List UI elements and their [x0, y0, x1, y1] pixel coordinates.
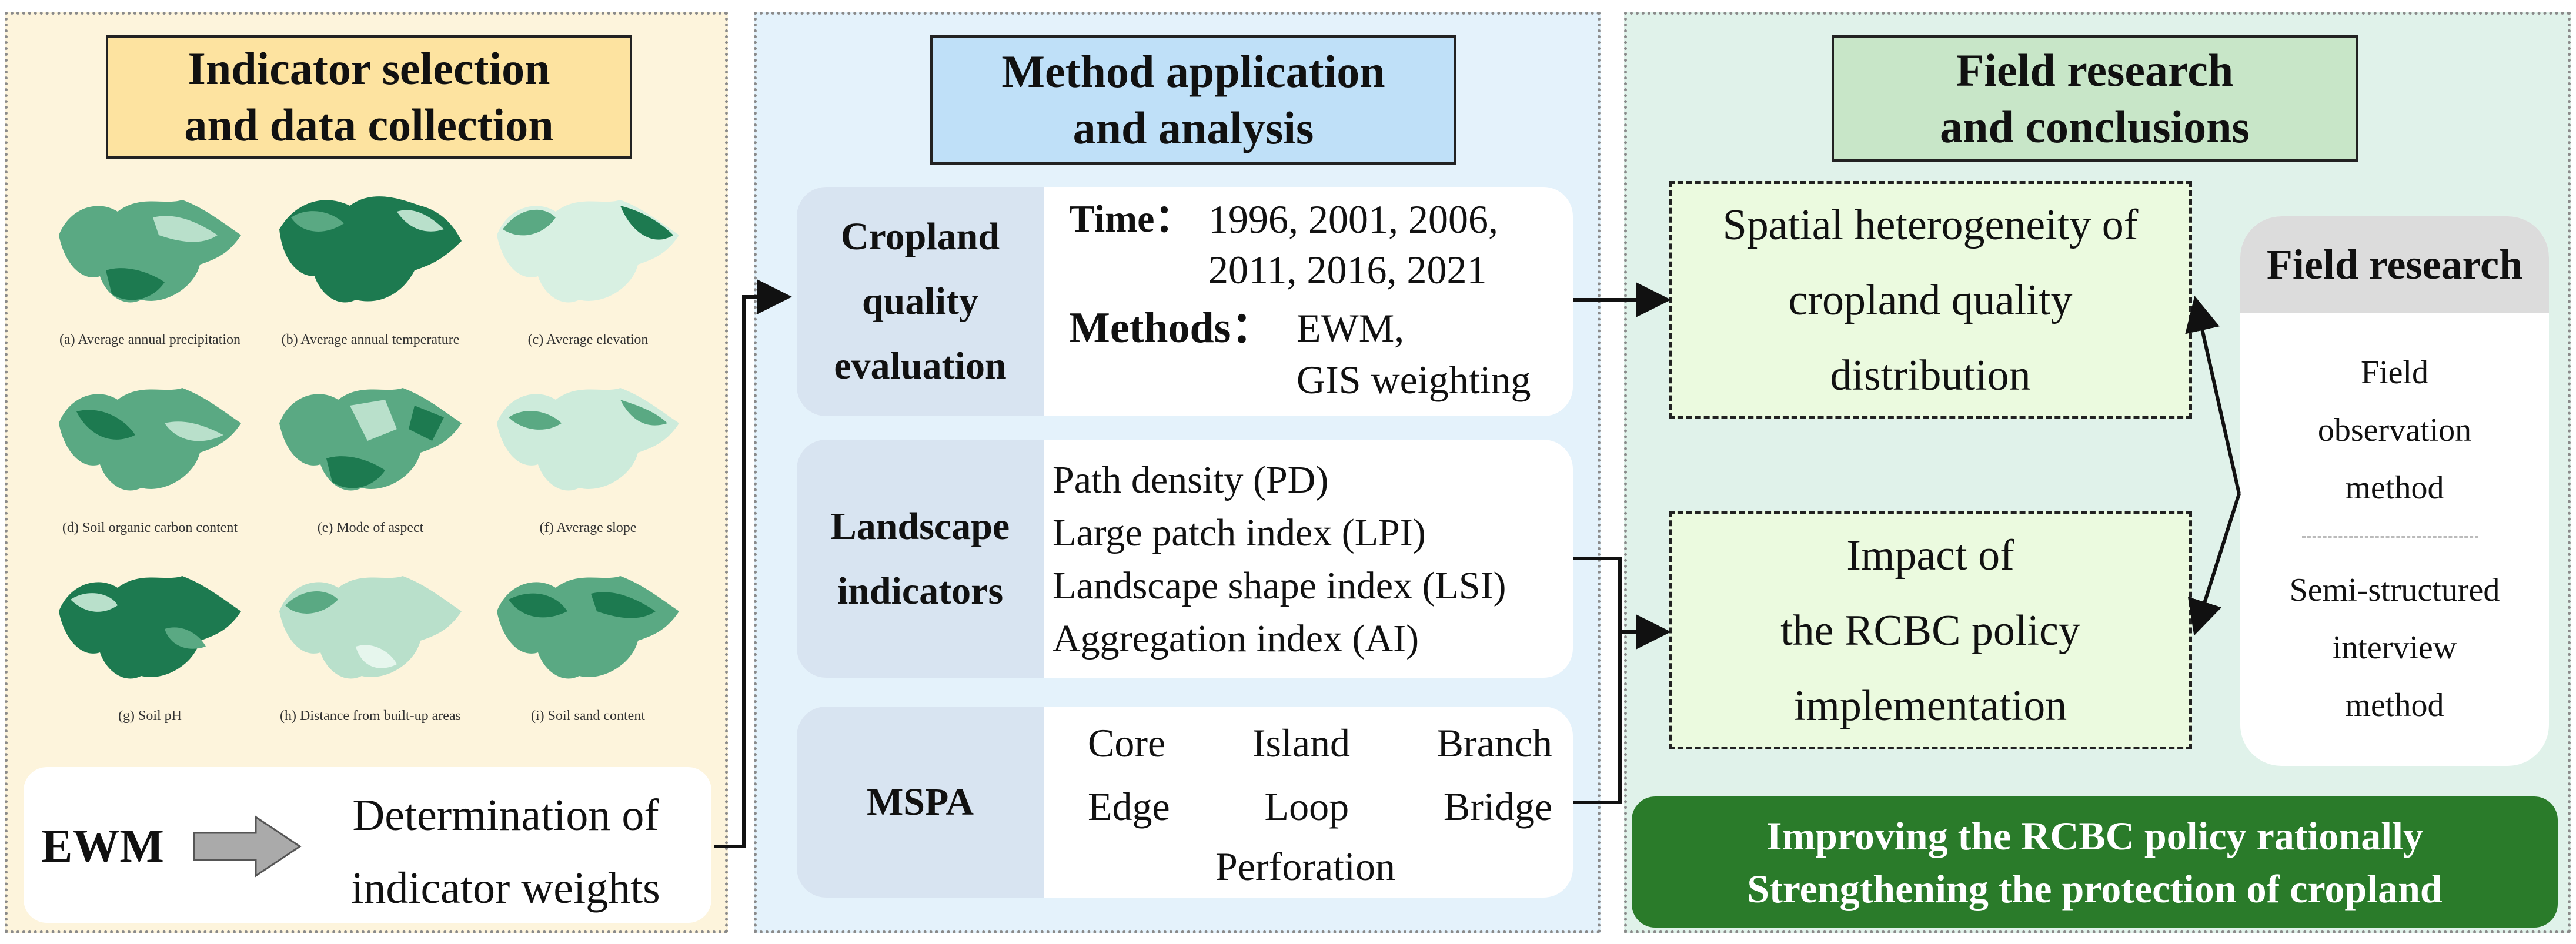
landscape-item-ai: Aggregation index (AI) — [1053, 617, 1419, 660]
map-soil-sand — [497, 576, 679, 679]
mspa-island: Island — [1252, 721, 1350, 765]
map-slope — [497, 388, 679, 491]
field-divider — [2302, 536, 2478, 538]
mspa-core: Core — [1088, 721, 1166, 765]
cropland-label-line3: evaluation — [834, 344, 1007, 387]
map-caption-i: (i) Soil sand content — [531, 708, 645, 724]
conclusion-line1: Improving the RCBC policy rationally — [1766, 813, 2424, 858]
right-arrow-icon — [193, 815, 302, 878]
ewm-card — [24, 767, 711, 923]
mspa-label: MSPA — [797, 707, 1044, 898]
landscape-card: Landscape indicators — [797, 440, 1573, 678]
map-caption-h: (h) Distance from built-up areas — [280, 708, 461, 724]
panel1-title-line2: and data collection — [184, 99, 554, 150]
mspa-loop: Loop — [1264, 784, 1349, 829]
panel2-title: Method application and analysis — [930, 35, 1456, 165]
landscape-label-line2: indicators — [837, 569, 1004, 612]
map-caption-e: (e) Mode of aspect — [317, 520, 424, 535]
map-aspect — [279, 388, 462, 491]
time-line2: 2011, 2016, 2021 — [1208, 247, 1487, 292]
field-method1: Field observation method — [2240, 344, 2549, 517]
landscape-item-pd: Path density (PD) — [1053, 458, 1329, 501]
weights-text: Determination of indicator weights — [318, 779, 694, 925]
panel1-title: Indicator selection and data collection — [106, 35, 632, 159]
weights-line1: Determination of — [352, 791, 659, 840]
panel2-title-line1: Method application — [1001, 46, 1385, 97]
conclusion-line2: Strengthening the protection of cropland — [1747, 866, 2443, 911]
mspa-edge: Edge — [1088, 784, 1170, 829]
field-method1-line3: method — [2345, 470, 2444, 506]
map-caption-c: (c) Average elevation — [527, 332, 649, 347]
field-method1-line2: observation — [2317, 412, 2472, 448]
methods-label: Methods： — [1069, 304, 1275, 352]
conclusion-banner: Improving the RCBC policy rationally Str… — [1632, 796, 2558, 928]
box1-line2: cropland quality — [1788, 276, 2073, 324]
map-soil-carbon — [59, 388, 241, 491]
mspa-branch: Branch — [1436, 721, 1552, 765]
landscape-label-line1: Landscape — [830, 504, 1010, 548]
map-temperature — [279, 196, 462, 303]
mspa-perforation: Perforation — [1215, 844, 1395, 889]
mspa-card: MSPA — [797, 707, 1573, 898]
map-caption-f: (f) Average slope — [539, 520, 637, 535]
field-method2-line1: Semi-structured — [2289, 572, 2500, 608]
map-caption-a: (a) Average annual precipitation — [59, 332, 241, 347]
landscape-item-lsi: Landscape shape index (LSI) — [1053, 564, 1506, 607]
cropland-label-line2: quality — [861, 280, 979, 323]
box1-line3: distribution — [1830, 351, 2031, 400]
box2-line2: the RCBC policy — [1780, 606, 2080, 655]
panel3-title: Field research and conclusions — [1832, 35, 2358, 162]
map-built-up-distance — [279, 576, 462, 679]
box2-line1: Impact of — [1846, 531, 2014, 580]
map-soil-ph — [59, 576, 241, 679]
mspa-row2: Edge Loop Bridge — [1058, 775, 1552, 838]
rcbc-impact-box: Impact of the RCBC policy implementation — [1669, 511, 2192, 749]
field-research-header: Field research — [2240, 216, 2549, 313]
panel2-title-line2: and analysis — [1073, 102, 1314, 153]
cropland-label: Cropland quality evaluation — [797, 187, 1044, 416]
weights-line2: indicator weights — [351, 863, 660, 913]
methods-line1: EWM, — [1297, 306, 1405, 350]
panel1-title-line1: Indicator selection — [188, 43, 550, 94]
spatial-heterogeneity-box: Spatial heterogeneity of cropland qualit… — [1669, 181, 2192, 419]
cropland-label-line1: Cropland — [840, 215, 1000, 258]
map-precipitation — [59, 200, 241, 303]
box2-line3: implementation — [1793, 681, 2067, 730]
mspa-row1: Core Island Branch — [1058, 711, 1552, 775]
mspa-bridge: Bridge — [1443, 784, 1552, 829]
ewm-label: EWM — [41, 821, 164, 872]
field-method1-line1: Field — [2360, 354, 2429, 391]
landscape-label: Landscape indicators — [797, 440, 1044, 678]
field-method2: Semi-structured interview method — [2240, 561, 2549, 734]
map-caption-b: (b) Average annual temperature — [281, 332, 460, 347]
time-label: Time： — [1069, 197, 1194, 240]
methods-line2: GIS weighting — [1297, 357, 1531, 402]
map-caption-g: (g) Soil pH — [118, 708, 182, 724]
map-caption-d: (d) Soil organic carbon content — [62, 520, 238, 535]
landscape-items: Path density (PD) Large patch index (LPI… — [1053, 454, 1506, 665]
panel3-title-line1: Field research — [1956, 44, 2234, 96]
landscape-item-lpi: Large patch index (LPI) — [1053, 511, 1426, 554]
field-research-card: Field research — [2240, 216, 2549, 766]
field-method2-line2: interview — [2332, 630, 2457, 666]
cropland-card: Cropland quality evaluation — [797, 187, 1573, 416]
map-elevation — [497, 200, 679, 303]
field-method2-line3: method — [2345, 687, 2444, 724]
panel3-title-line2: and conclusions — [1940, 101, 2250, 152]
time-line1: 1996, 2001, 2006, — [1208, 197, 1498, 242]
box1-line1: Spatial heterogeneity of — [1722, 200, 2139, 249]
